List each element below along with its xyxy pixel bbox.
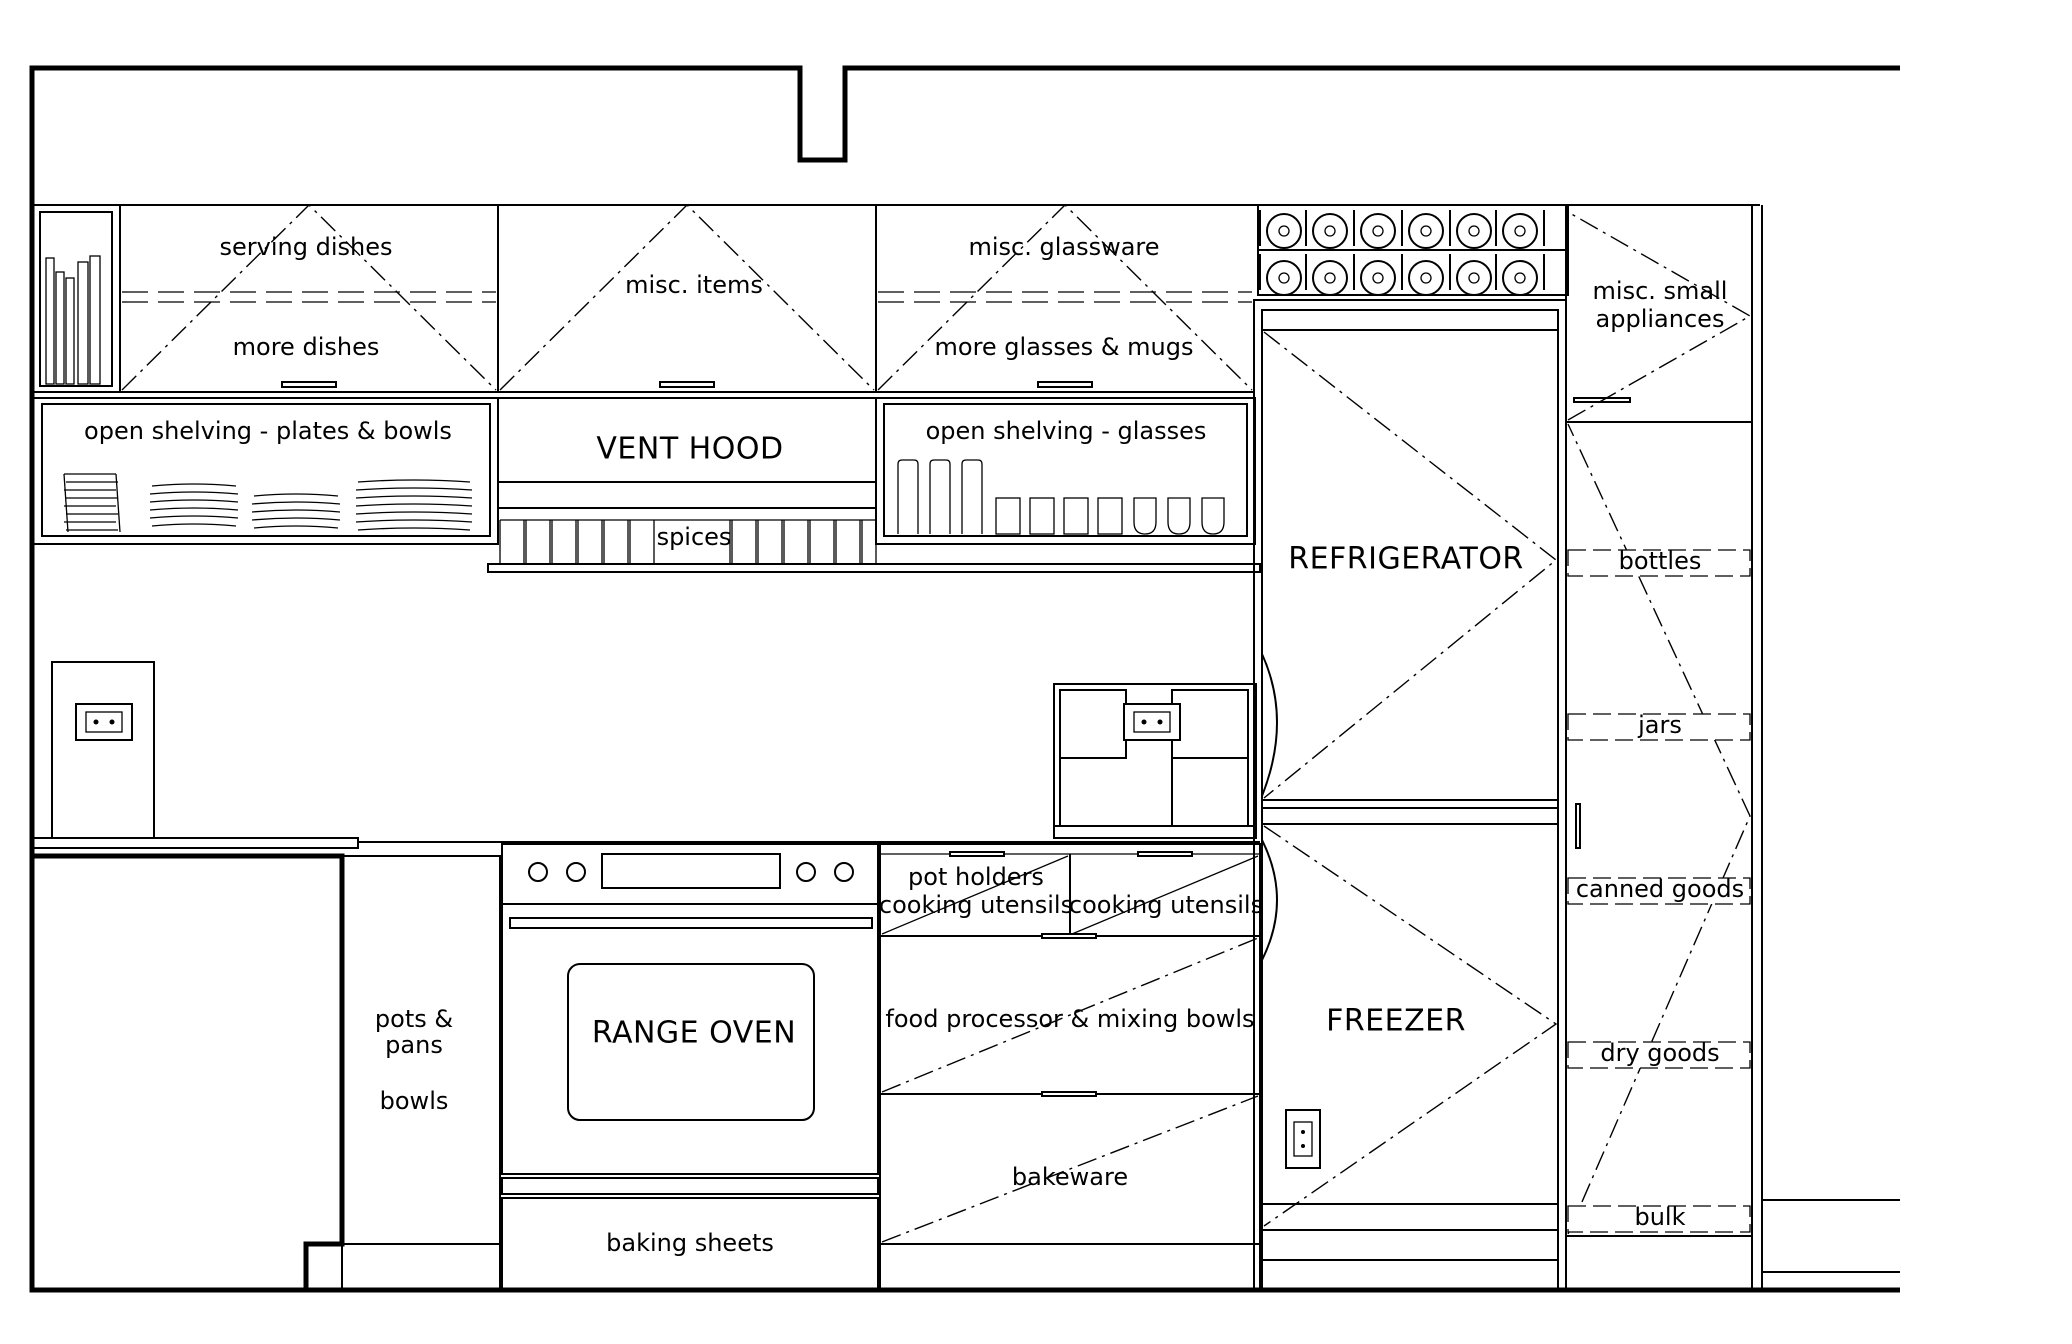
bowls-label: bowls [380,1087,449,1115]
pot-holders-label: pot holders [908,863,1044,891]
appliances-label: appliances [1596,305,1725,333]
pantry-shelf-jars: jars [1637,711,1682,739]
upper-cabinet-left [121,204,497,391]
plate-stacks [63,473,473,533]
bakeware-label: bakeware [1012,1163,1128,1191]
open-shelf-left [31,397,499,545]
pantry-cabinet [1565,204,1763,1291]
pots-pans-cabinet [306,855,501,1291]
vent-hood [498,481,876,509]
more-glasses-mugs-label: more glasses & mugs [935,333,1194,361]
pantry-shelf-canned-goods: canned goods [1576,875,1744,903]
microwave [1053,683,1257,839]
pots-label: pots & [375,1005,453,1033]
cooking-utensils-right-label: cooking utensils [1069,891,1263,919]
misc-items-label: misc. items [625,271,763,299]
wine-rack [1257,204,1569,296]
vent-hood-label: VENT HOOD [596,432,783,467]
open-shelving-plates-label: open shelving - plates & bowls [84,417,452,445]
room-outline [29,65,1900,1293]
baking-sheets-label: baking sheets [606,1229,774,1257]
book-nook [39,211,113,387]
refrigerator-freezer-unit [1253,299,1567,1291]
pantry-shelf-bulk: bulk [1634,1203,1685,1231]
glassware-row [897,459,1225,535]
more-dishes-label: more dishes [233,333,380,361]
serving-dishes-label: serving dishes [220,233,393,261]
pantry-shelf-bottles: bottles [1619,547,1702,575]
freezer-label: FREEZER [1326,1004,1466,1039]
open-shelving-glasses-label: open shelving - glasses [926,417,1207,445]
spice-rack [487,519,1261,573]
pans-label: pans [385,1031,443,1059]
right-wall-return [1762,1199,1900,1273]
range-oven-label: RANGE OVEN [592,1016,796,1051]
spices-label: spices [657,523,732,551]
refrigerator-label: REFRIGERATOR [1288,542,1524,577]
range-oven [501,843,879,1291]
pantry-shelf-dry-goods: dry goods [1600,1039,1719,1067]
misc-glassware-label: misc. glassware [968,233,1159,261]
upper-cabinet-right [877,204,1253,391]
drawer-cabinet [879,843,1261,1291]
food-processor-label: food processor & mixing bowls [885,1005,1254,1033]
misc-small-label: misc. small [1593,277,1728,305]
upper-cabinet-center [499,204,875,391]
cooking-utensils-left-label: cooking utensils [879,891,1073,919]
